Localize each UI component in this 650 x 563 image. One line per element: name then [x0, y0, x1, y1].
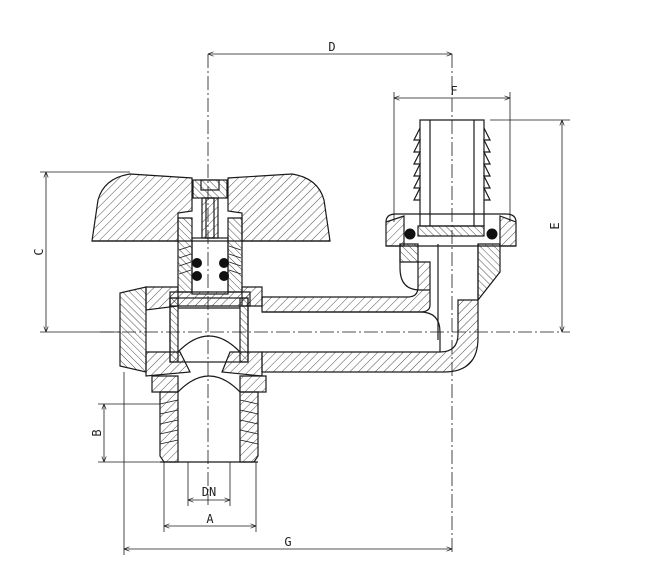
stem-bonnet: [169, 179, 251, 307]
dimension-lines: [40, 54, 570, 555]
label-a: A: [206, 512, 214, 526]
pipe-elbow: [261, 243, 501, 373]
label-g: G: [284, 535, 291, 549]
label-d: D: [328, 40, 335, 54]
union-hose-tail: [385, 119, 517, 247]
dimension-labels: D F C E B DN A G: [32, 40, 562, 549]
valve-body: [119, 286, 267, 393]
bottom-inlet: [159, 391, 259, 463]
label-e: E: [548, 222, 562, 229]
handle: [91, 173, 331, 242]
label-dn: DN: [202, 485, 216, 499]
label-f: F: [450, 84, 457, 98]
label-b: B: [90, 429, 104, 436]
center-lines: [100, 54, 570, 552]
label-c: C: [32, 248, 46, 255]
